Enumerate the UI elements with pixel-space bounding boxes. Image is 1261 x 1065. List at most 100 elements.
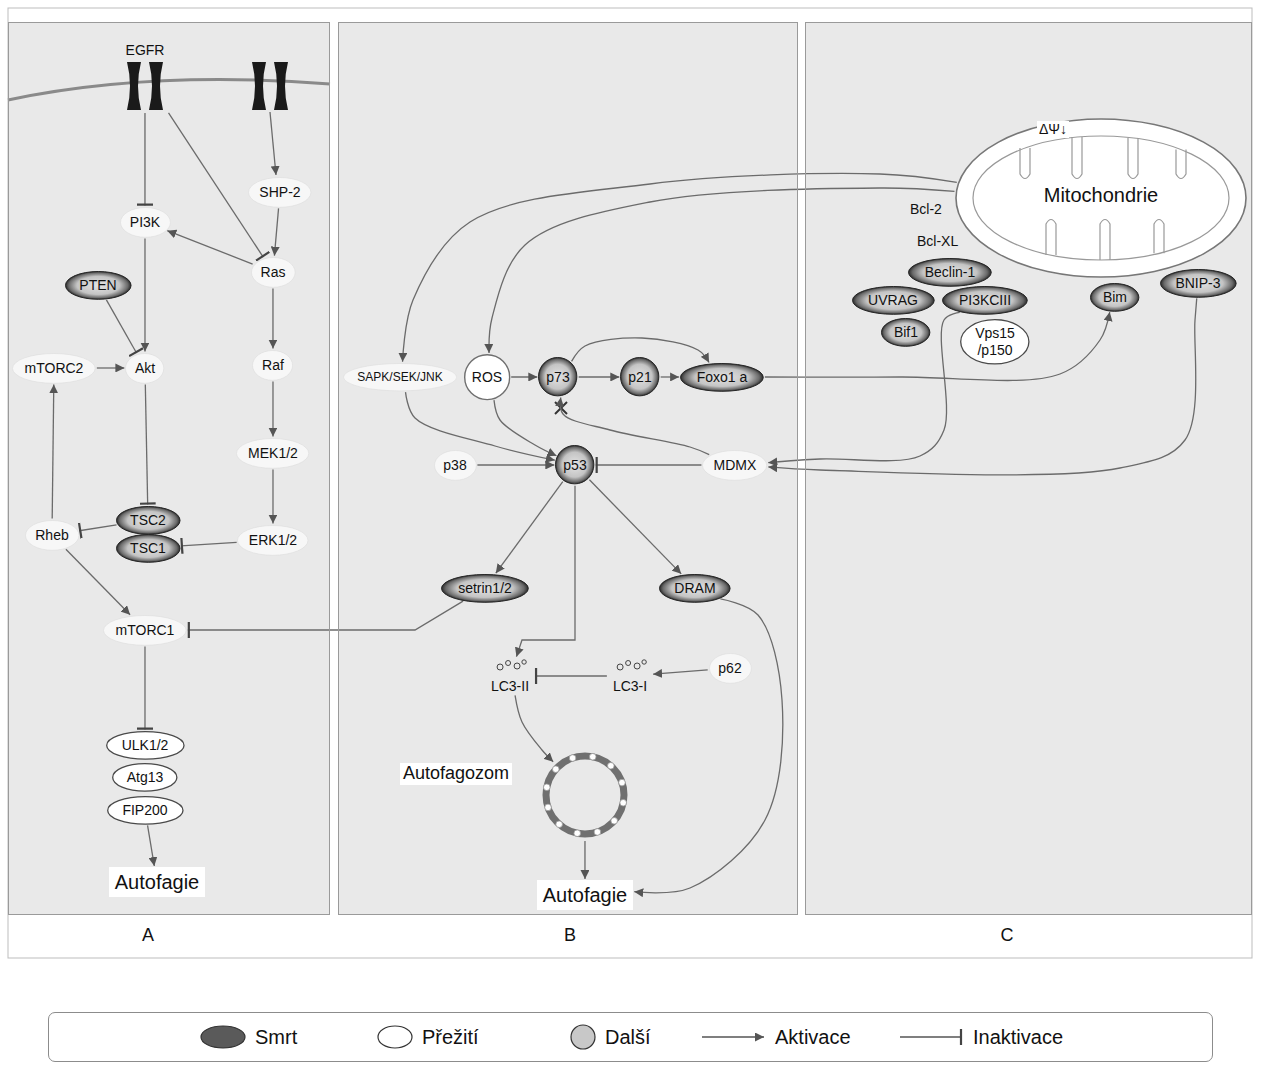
death-protein: UVRAG [852,286,935,315]
node-shape [251,257,295,287]
protein-label-text: Bcl-2 [910,201,942,218]
crista [1072,137,1082,178]
node-shape [681,363,764,391]
node-label: Bim [1103,289,1127,306]
lc3-vesicle [522,659,526,663]
node-label: Mitochondrie [1042,183,1161,207]
node-shape [343,363,456,390]
protein-label: Bcl-XL [917,233,958,250]
node-label: ULK1/2 [122,737,169,754]
activation-arrow [560,397,709,454]
node-label: setrin1/2 [458,580,512,597]
protein-node: ERK1/2 [237,525,308,556]
lc3-vesicle [617,664,623,670]
crista [1100,220,1110,260]
activation-arrow [768,298,1196,474]
node-shape [1091,283,1139,311]
outcome-label: Autofagie [537,880,634,910]
death-protein: PTEN [65,271,132,300]
legend-item: Další [570,1013,651,1061]
node-label: p38 [443,457,466,474]
legend-item: Přežití [377,1013,479,1061]
inhibition-connector [181,542,237,546]
legend-item: Aktivace [700,1013,851,1061]
node-label: MDMX [714,457,757,474]
death-protein-circle: p21 [620,357,659,396]
inhibition-connector [169,113,264,257]
node-shape [120,207,170,237]
panel-letter: C [1001,925,1014,947]
node-label: LC3-II [491,678,529,695]
node-label: EGFR [126,42,165,59]
node-label: Raf [262,357,284,374]
node-shape [253,350,293,380]
lc3-dot [619,779,626,786]
legend-label: Další [605,1025,651,1049]
node-label: Beclin-1 [925,264,976,281]
protein-node: Ras [251,257,296,288]
activation-arrow [403,173,957,361]
survival-protein: FIP200 [107,796,184,825]
activation-arrow [489,188,954,353]
autophagosome-ring [546,756,624,834]
crista [1020,148,1030,178]
node-label: PTEN [79,277,116,294]
node-label: DRAM [674,580,715,597]
activation-arrow [144,238,145,351]
legend-item: Inaktivace [898,1013,1063,1061]
node-label: Atg13 [127,769,164,786]
outcome-label: Autofagie [109,867,206,897]
node-label: TSC2 [130,512,166,529]
inhibition-connector [596,464,702,465]
node-shape [237,438,309,468]
legend-sample [898,1024,964,1050]
activation-arrow [496,482,563,574]
protein-label: Bcl-2 [910,201,942,218]
node-shape [621,358,659,396]
node-shape [238,525,308,555]
lc3-vesicle [514,663,520,669]
node-label: Foxo1 a [697,369,748,386]
protein-node: PI3K [120,207,171,238]
receptor: EGFR [115,42,175,112]
activation-arrow [477,464,554,465]
node-shape [961,320,1029,364]
node-label: BNIP-3 [1175,275,1220,292]
node-shape [943,286,1028,314]
autophagosome: Autofagozom [400,745,632,845]
activation-arrow [653,670,708,674]
legend-swatch [201,1026,245,1048]
legend-activation-line [702,1036,764,1038]
mitochondrion: ΔΨ↓ Mitochondrie [955,118,1247,278]
protein-node: p62 [709,653,752,684]
inhibition-connector [535,675,607,676]
crista [1154,220,1164,254]
panel: AEGFRPI3KSHP-2RasPTENmTORC2AktRafMEK1/2R… [8,22,330,915]
protein-node: Rheb [25,520,79,551]
lc3-node: LC3-II [486,658,534,695]
node-label: Vps15 /p150 [975,325,1015,359]
lc3-dot [556,821,563,828]
death-protein-circle: p73 [538,357,577,396]
node-label: p53 [563,457,586,474]
activation-arrow [494,400,557,456]
inhibition-connector [79,525,116,531]
lc3-dot [589,753,596,760]
inhibition-connector [145,384,147,504]
panel-letter: B [564,925,576,947]
inhibition-connector [144,113,145,206]
node-shape [556,446,594,484]
autophagosome-outline [540,750,630,840]
death-protein: Foxo1 a [680,363,764,392]
node-label: Autofagie [115,870,200,894]
legend-sample [570,1024,596,1050]
node-label: ΔΨ↓ [1037,121,1069,138]
activation-arrow [579,376,620,377]
lc3-dot [620,799,627,806]
node-label: SHP-2 [259,184,300,201]
node-label: mTORC2 [25,360,84,377]
inhibition-connector [144,646,145,729]
death-protein: TSC2 [116,506,181,535]
node-label: ERK1/2 [249,532,297,549]
protein-node: SAPK/SEK/JNK [343,363,457,391]
